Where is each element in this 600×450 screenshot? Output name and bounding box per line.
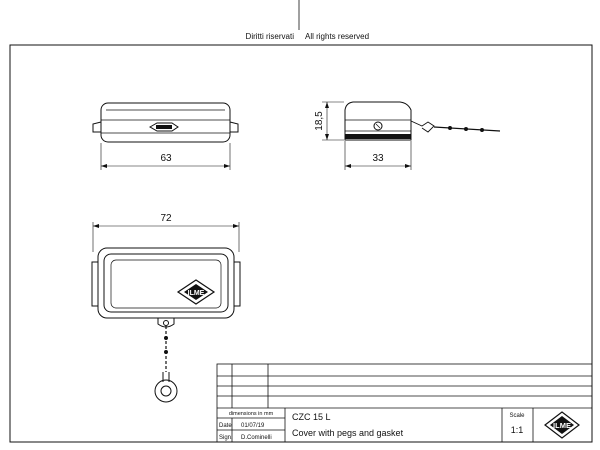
side-view [322,101,501,170]
top-view [91,222,241,403]
sign-value: D.Cominelli [241,435,272,441]
gasket-band [345,134,411,139]
part-description: Cover with pegs and gasket [292,428,404,438]
ring-icon [154,379,178,403]
dim-top-width: 72 [160,213,172,224]
screw-icon [373,121,383,131]
title-block [216,363,593,443]
scale-value: 1:1 [511,425,524,435]
logo-text: ILME [553,421,571,430]
header-rights-en: All rights reserved [305,32,369,41]
dim-front-width: 63 [160,153,172,164]
dim-side-depth: 33 [372,153,384,164]
part-code: CZC 15 L [292,412,331,422]
date-value: 01/07/19 [241,423,265,429]
svg-text:ILME: ILME [188,290,205,297]
date-label: Date [219,423,232,429]
top-logo-icon: ILME [176,279,216,305]
front-logo-icon [148,122,179,132]
company-logo: ILME [544,411,580,439]
front-view [92,102,239,170]
units-note: dimensions in mm [229,411,274,417]
dim-side-height: 18,5 [314,111,325,131]
sheet-border [9,44,593,443]
scale-label: Scale [509,413,525,419]
header-rights-it: Diritti riservati [246,32,295,41]
sign-label: Sign. [219,435,233,441]
